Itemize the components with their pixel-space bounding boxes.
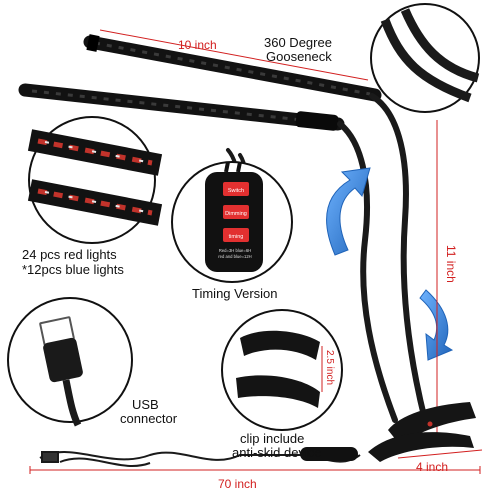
label-lights-line1: 24 pcs red lights (22, 247, 117, 262)
label-lights-line2: *12pcs blue lights (22, 262, 124, 277)
label-timing-version: Timing Version (192, 286, 278, 301)
timing-button (223, 228, 249, 242)
label-gooseneck-line2: Gooseneck (266, 49, 332, 64)
inline-switch (300, 447, 358, 461)
controller-body (205, 172, 263, 272)
dimming-button (223, 205, 249, 219)
measure-10-inch-line (99, 29, 369, 81)
label-10-inch: 10 inch (178, 38, 217, 52)
label-4-inch: 4 inch (416, 460, 449, 474)
label-2-5-inch: 2.5 inch (324, 350, 335, 386)
label-usb-line1: USB (132, 397, 159, 412)
controller-zoom-circle: Switch Dimming timing Red=3H blue=6H red… (171, 161, 293, 283)
label-70-inch: 70 inch (218, 477, 257, 491)
controller-legend-line2: red and blue=12H (218, 254, 251, 259)
label-gooseneck-line1: 360 Degree (264, 35, 332, 50)
usb-zoom-circle (7, 297, 133, 427)
label-usb-line2: connector (120, 411, 178, 426)
clip-zoom-circle (221, 309, 343, 431)
label-clip-line2: anti-skid device (232, 445, 322, 460)
measure-4-inch-line (397, 449, 483, 459)
rotate-up-arrow-icon (326, 167, 371, 256)
controller-legend-line1: Red=3H blue=6H (219, 248, 251, 253)
label-11-inch: 11 inch (444, 245, 458, 283)
gooseneck-zoom-circle (370, 3, 480, 113)
lower-light-bar (18, 83, 345, 131)
rotate-down-arrow-icon (419, 289, 454, 361)
switch-button (223, 182, 249, 196)
led-zoom-circle (27, 116, 163, 244)
timing-button-label: timing (229, 234, 244, 240)
dimming-button-label: Dimming (225, 211, 247, 217)
upper-light-bar (83, 34, 382, 102)
label-clip-line1: clip include (240, 431, 305, 446)
switch-button-label: Switch (228, 188, 244, 194)
